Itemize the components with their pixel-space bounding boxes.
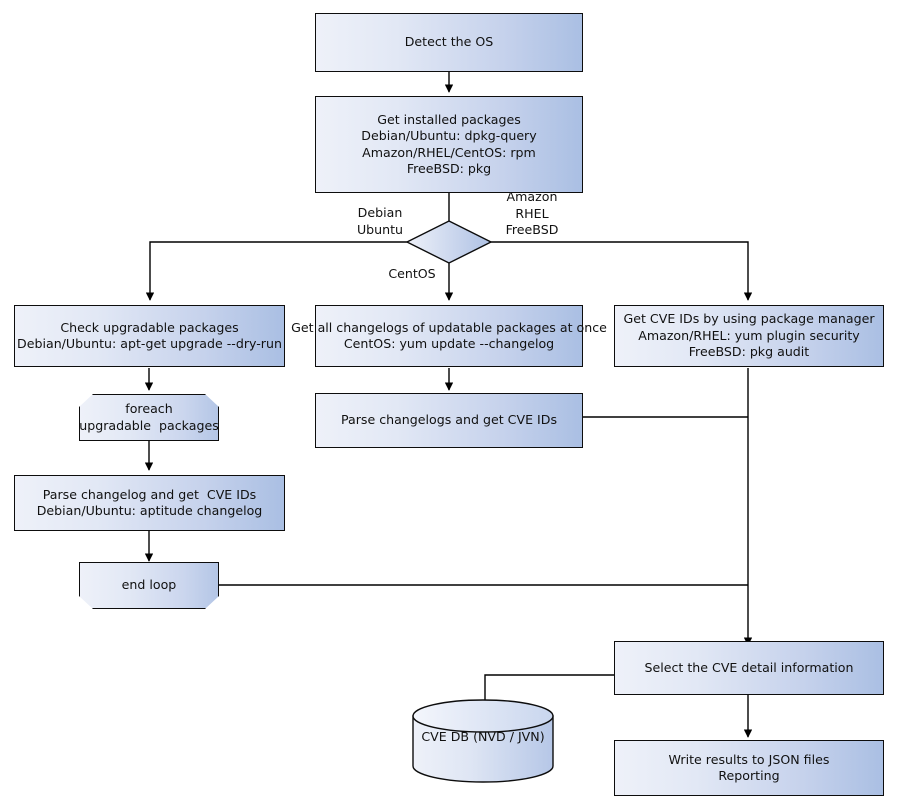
node-parse-changelog-single-label: Parse changelog and get CVE IDs Debian/U… (36, 486, 263, 519)
edge-decision-debian (145, 241, 409, 301)
node-detect-os-label: Detect the OS (404, 34, 494, 50)
node-foreach-loop-start-label: foreach upgradable packages (79, 401, 219, 433)
edge-select-to-cvedb (484, 674, 614, 709)
node-select-cve-detail[interactable]: Select the CVE detail information (614, 641, 884, 695)
node-write-results[interactable]: Write results to JSON files Reporting (614, 740, 884, 796)
node-detect-os[interactable]: Detect the OS (315, 13, 583, 72)
node-parse-changelogs-multi-label: Parse changelogs and get CVE IDs (340, 412, 558, 428)
node-cve-database-label: CVE DB (NVD / JVN) (421, 729, 545, 744)
os-decision-diamond (405, 220, 493, 264)
node-get-all-changelogs[interactable]: Get all changelogs of updatable packages… (291, 305, 607, 367)
node-get-cve-ids-package-manager-label: Get CVE IDs by using package manager Ama… (623, 311, 875, 360)
node-get-all-changelogs-label: Get all changelogs of updatable packages… (291, 319, 607, 352)
node-check-upgradable-packages-label: Check upgradable packages Debian/Ubuntu:… (17, 319, 282, 352)
node-get-installed-packages-label: Get installed packages Debian/Ubuntu: dp… (361, 111, 537, 177)
node-parse-changelogs-multi[interactable]: Parse changelogs and get CVE IDs (315, 393, 583, 448)
node-foreach-loop-start[interactable]: foreach upgradable packages (79, 394, 219, 441)
node-select-cve-detail-label: Select the CVE detail information (644, 659, 854, 675)
node-parse-changelog-single[interactable]: Parse changelog and get CVE IDs Debian/U… (14, 475, 285, 531)
edge-label-debian-ubuntu: Debian Ubuntu (356, 205, 404, 237)
node-check-upgradable-packages[interactable]: Check upgradable packages Debian/Ubuntu:… (14, 305, 285, 367)
node-end-loop[interactable]: end loop (79, 562, 219, 609)
node-write-results-label: Write results to JSON files Reporting (668, 751, 830, 784)
node-get-installed-packages[interactable]: Get installed packages Debian/Ubuntu: dp… (315, 96, 583, 193)
node-get-cve-ids-package-manager[interactable]: Get CVE IDs by using package manager Ama… (614, 305, 884, 367)
edge-label-centos: CentOS (388, 266, 436, 281)
edge-label-amazon-rhel-freebsd: Amazon RHEL FreeBSD (505, 189, 559, 237)
edge-decision-amazon (490, 241, 753, 301)
node-end-loop-label: end loop (121, 577, 177, 593)
